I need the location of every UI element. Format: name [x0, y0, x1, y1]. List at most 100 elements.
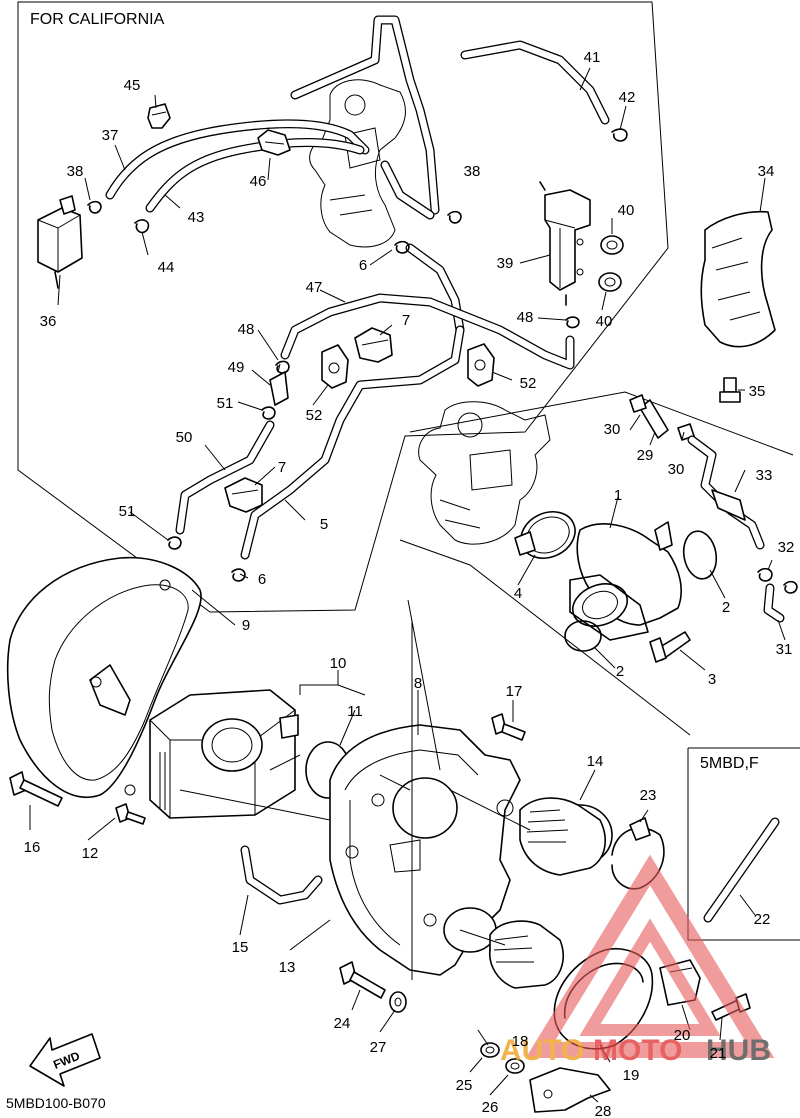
callout-numbers: 45 41 42 37 38 46 43 38 44 36 6 39 40 40… — [24, 49, 795, 1118]
callout-19: 19 — [623, 1067, 640, 1084]
callout-34: 34 — [758, 163, 775, 180]
callout-39: 39 — [497, 255, 514, 272]
callout-29: 29 — [637, 447, 654, 464]
callout-2-right: 2 — [722, 599, 730, 616]
callout-15: 15 — [232, 939, 249, 956]
callout-21: 21 — [710, 1045, 727, 1062]
joint-14 — [519, 797, 613, 876]
callout-35: 35 — [749, 383, 766, 400]
callout-13: 13 — [279, 959, 296, 976]
callout-11: 11 — [347, 703, 363, 720]
hose-31 — [763, 583, 785, 623]
callout-51-upper: 51 — [217, 395, 234, 412]
callout-7-upper: 7 — [402, 312, 410, 329]
o-ring-2-right — [682, 530, 718, 580]
callout-49: 49 — [228, 359, 245, 376]
callout-4: 4 — [514, 585, 522, 602]
intake-section-boundary — [399, 391, 794, 736]
screw-17 — [491, 713, 526, 741]
holder-7-lower — [224, 477, 263, 513]
callout-43: 43 — [188, 209, 205, 226]
clamp-4 — [514, 511, 576, 559]
element-10 — [149, 689, 299, 819]
valve-36 — [37, 195, 83, 289]
bolt-3 — [649, 631, 691, 663]
callout-44: 44 — [158, 259, 175, 276]
callout-47: 47 — [306, 279, 323, 296]
leader-lines — [29, 67, 786, 1103]
callout-37: 37 — [102, 127, 119, 144]
callout-18: 18 — [512, 1033, 529, 1050]
cover-34 — [700, 210, 776, 348]
callout-32: 32 — [778, 539, 795, 556]
hose-41 — [290, 15, 610, 215]
callout-30-right: 30 — [668, 461, 685, 478]
hose-22 — [703, 817, 780, 923]
joint-18 — [489, 920, 564, 989]
watermark-text-auto: AUTO — [500, 1034, 584, 1067]
callout-26: 26 — [482, 1099, 499, 1116]
clip-38-left — [87, 200, 102, 214]
section-header: FOR CALIFORNIA — [30, 11, 165, 28]
bracket-39 — [539, 181, 591, 306]
clip-51-upper — [261, 406, 276, 420]
clip-48-left — [275, 360, 290, 374]
hose-33 — [687, 435, 765, 550]
o-ring-2-left — [564, 620, 602, 652]
bolt-24 — [339, 961, 386, 999]
clips-32 — [757, 567, 798, 594]
clip-30-left — [629, 394, 647, 413]
clip-6-lower — [231, 568, 246, 582]
bolt-16 — [9, 771, 63, 807]
callout-3: 3 — [708, 671, 716, 688]
callout-10: 10 — [330, 655, 347, 672]
clip-44 — [134, 219, 150, 234]
joint-49 — [269, 363, 289, 406]
callout-52-left: 52 — [306, 407, 323, 424]
callout-14: 14 — [587, 753, 604, 770]
clip-38-right — [447, 210, 462, 224]
callout-25: 25 — [456, 1077, 473, 1094]
callout-7-lower: 7 — [278, 459, 286, 476]
clamp-23 — [611, 817, 665, 890]
watermark-text-moto: MOTO — [593, 1034, 682, 1067]
screw-12 — [115, 803, 146, 825]
clamp-52-left — [321, 344, 349, 389]
callout-48-right: 48 — [517, 309, 534, 326]
callout-40-upper: 40 — [618, 202, 635, 219]
callout-20: 20 — [674, 1027, 691, 1044]
cover-9 — [6, 556, 202, 798]
callout-24: 24 — [334, 1015, 351, 1032]
clamp-46 — [257, 129, 291, 156]
washer-26 — [505, 1058, 525, 1074]
callout-31: 31 — [776, 641, 793, 658]
callout-6-upper: 6 — [359, 257, 367, 274]
clip-42 — [611, 128, 628, 142]
callout-41: 41 — [584, 49, 601, 66]
grommet-40-upper — [600, 235, 624, 255]
callout-16: 16 — [24, 839, 41, 856]
holder-7-upper — [354, 327, 393, 363]
callout-12: 12 — [82, 845, 99, 862]
callout-27: 27 — [370, 1039, 387, 1056]
callout-1: 1 — [614, 487, 622, 504]
hose-5 — [240, 325, 465, 560]
washer-27 — [389, 991, 407, 1013]
collar-25 — [480, 1042, 500, 1058]
callout-28: 28 — [595, 1103, 612, 1118]
callout-6-lower: 6 — [258, 571, 266, 588]
carb-joint-1 — [569, 521, 682, 641]
callout-46: 46 — [250, 173, 267, 190]
clip-48-right — [565, 316, 580, 329]
diagram-code: 5MBD100-B070 — [6, 1095, 106, 1111]
callout-38-left: 38 — [67, 163, 84, 180]
watermark-text-hub: HUB — [706, 1034, 771, 1067]
clip-6-upper — [394, 240, 410, 254]
callout-17: 17 — [506, 683, 523, 700]
hose-47 — [280, 293, 575, 370]
callout-36: 36 — [40, 313, 57, 330]
watermark: AUTO MOTO HUB — [500, 854, 775, 1067]
case-8 — [329, 724, 521, 976]
variant-header: 5MBD,F — [700, 755, 759, 772]
